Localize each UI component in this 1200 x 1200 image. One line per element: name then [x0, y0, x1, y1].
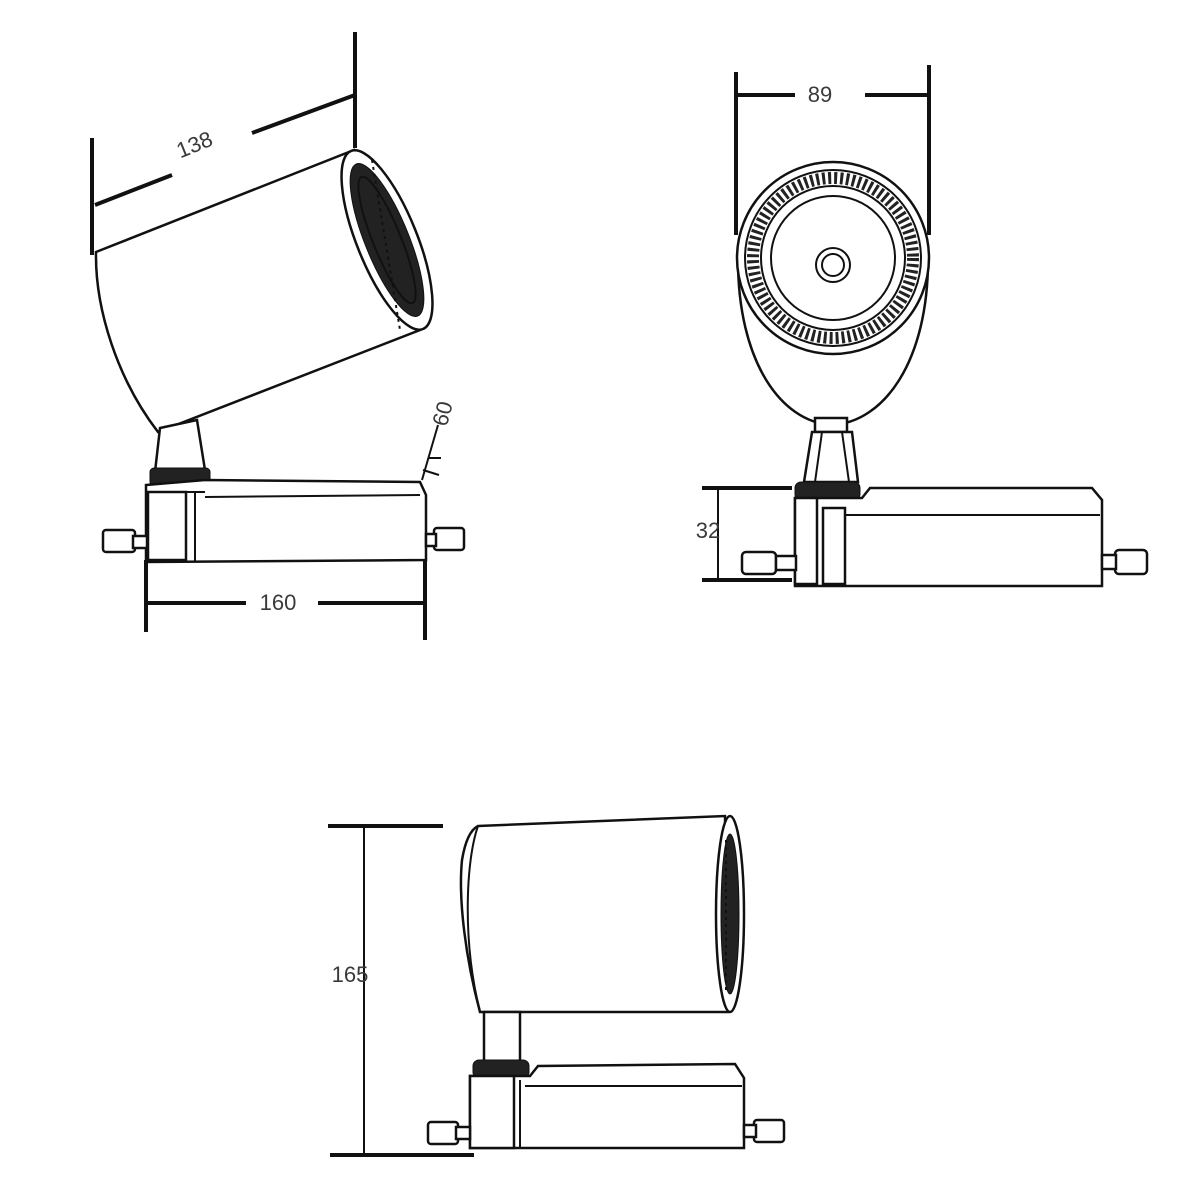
dimension-89: 89: [734, 65, 931, 235]
dim-label-60: 60: [427, 399, 457, 429]
view-side-tilted: 138: [90, 32, 466, 640]
dim-label-165: 165: [332, 962, 369, 987]
dim-label-32: 32: [696, 518, 720, 543]
track-adapter-front: [740, 486, 1149, 588]
dimension-160: 160: [144, 560, 427, 640]
lamp-head-straight: [459, 814, 746, 1014]
lamp-neck-front: [794, 416, 861, 501]
view-side-straight: 165: [328, 814, 786, 1157]
dimension-32: 32: [696, 486, 792, 582]
track-adapter-tilted: [101, 478, 466, 564]
track-adapter-straight: [426, 1062, 786, 1150]
lamp-head-tilted: [94, 148, 434, 434]
dim-label-160: 160: [260, 590, 297, 615]
view-front: 89: [696, 65, 1149, 588]
dimension-60: 60: [421, 399, 458, 481]
dim-label-138: 138: [173, 126, 216, 163]
lamp-head-front: [735, 160, 931, 427]
dimension-165: 165: [328, 824, 474, 1157]
dim-label-89: 89: [808, 82, 832, 107]
lamp-neck-straight: [472, 1010, 530, 1079]
lamp-neck-tilted: [149, 418, 211, 487]
